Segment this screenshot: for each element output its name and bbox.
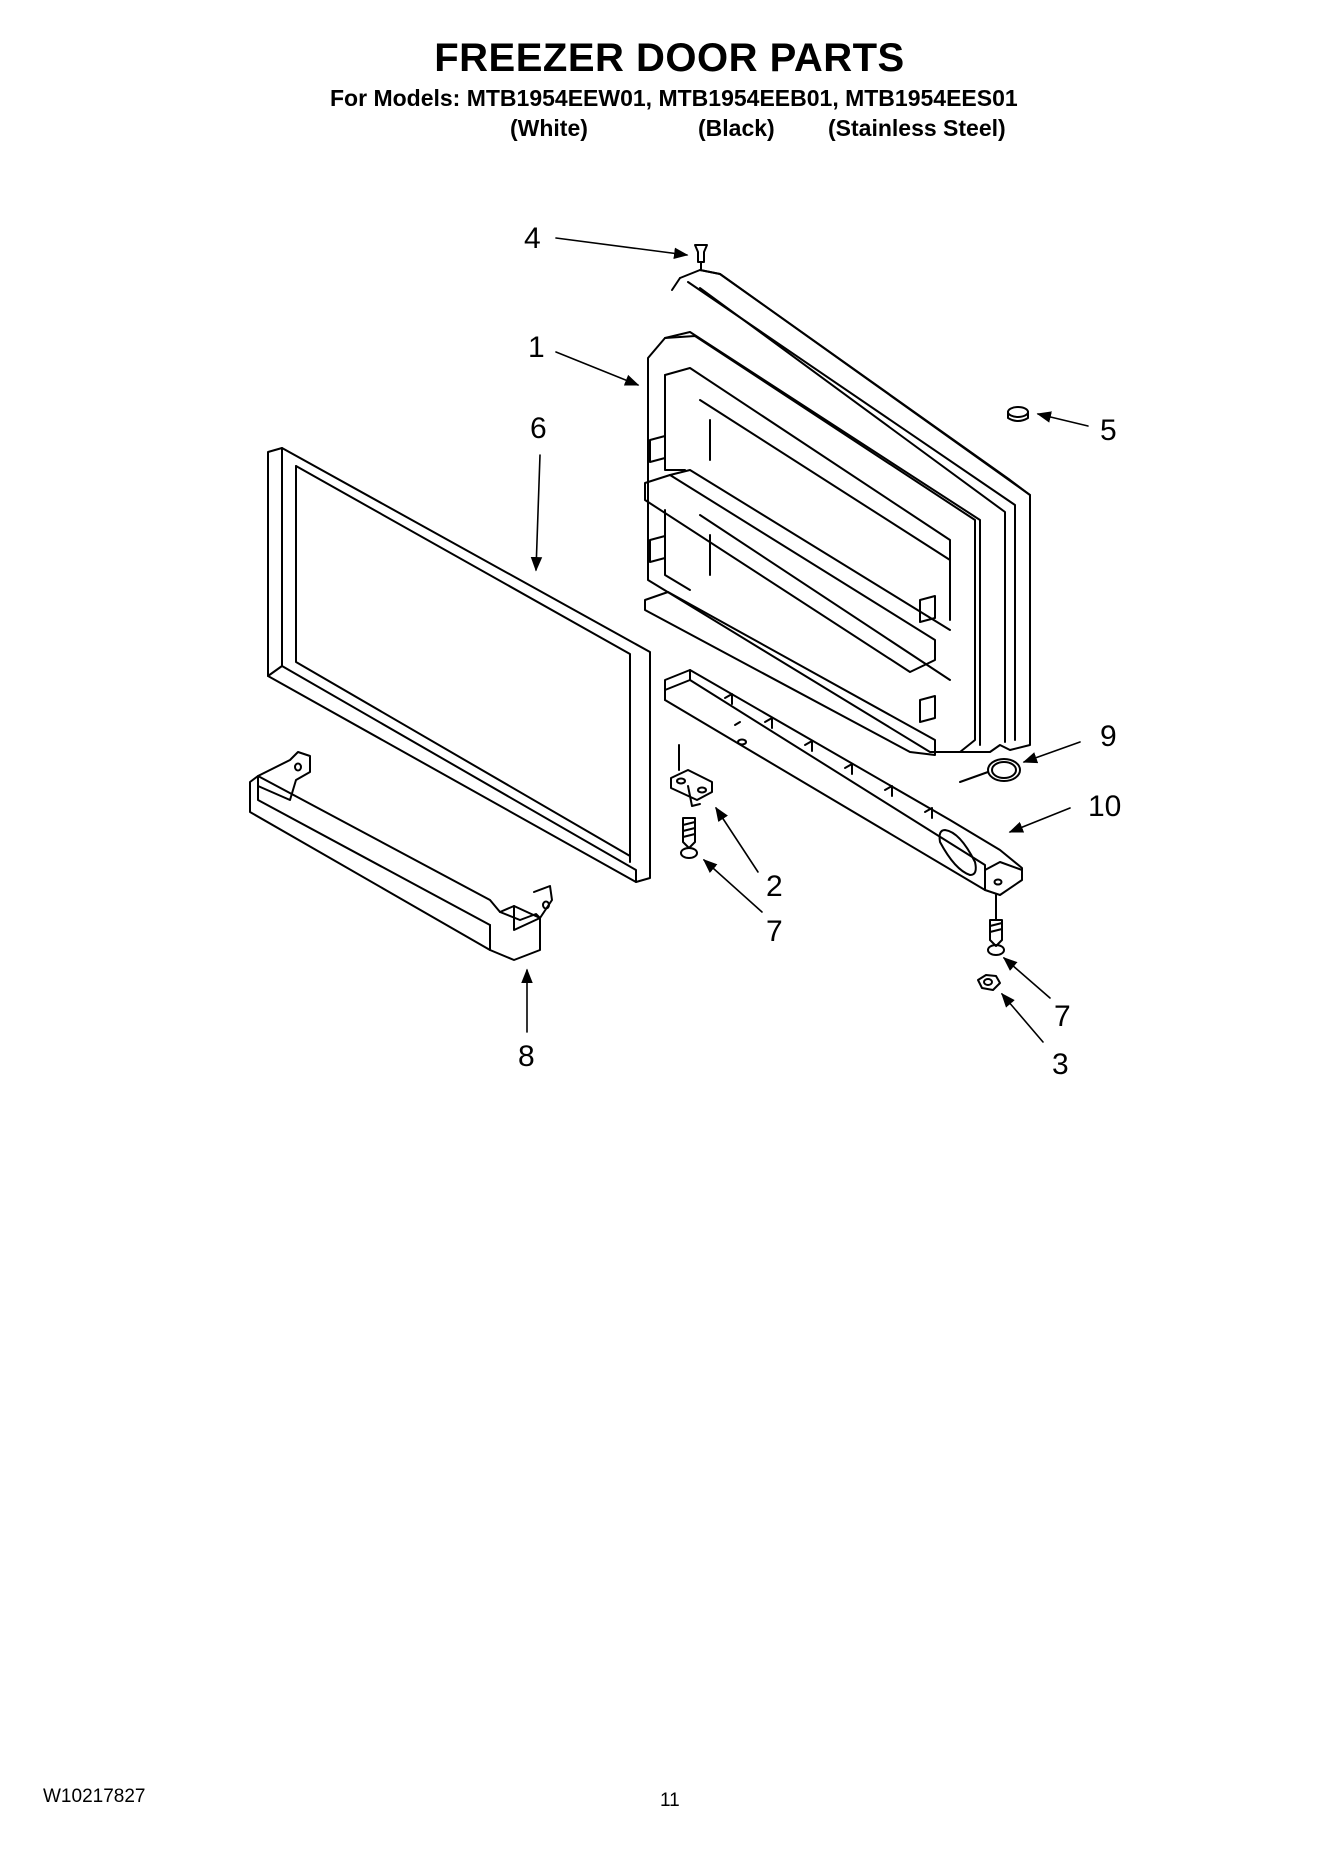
grommet (959, 758, 1021, 783)
screw-right (987, 894, 1005, 956)
door-bin (249, 751, 553, 961)
bottom-trim (664, 669, 1023, 896)
leader-lines (521, 237, 1089, 1043)
door-gasket (267, 447, 651, 883)
variant-stainless: (Stainless Steel) (828, 115, 1006, 141)
callout-9: 9 (1100, 720, 1117, 753)
callout-2: 2 (766, 870, 783, 903)
document-number: W10217827 (43, 1786, 146, 1807)
models-line: For Models: MTB1954EEW01, MTB1954EEB01, … (330, 85, 1018, 111)
hinge-bracket (670, 744, 713, 807)
variant-white: (White) (510, 115, 588, 141)
top-plug (694, 244, 708, 271)
callout-4: 4 (524, 222, 541, 255)
screw-left (680, 817, 698, 859)
callout-5: 5 (1100, 414, 1117, 447)
callout-7-right: 7 (1054, 1000, 1071, 1033)
callout-7-left: 7 (766, 915, 783, 948)
callout-1: 1 (528, 331, 545, 364)
variant-black: (Black) (698, 115, 775, 141)
callout-labels: 1 2 3 4 5 6 7 7 8 9 10 (518, 222, 1121, 1081)
callout-6: 6 (530, 412, 547, 445)
page-title: FREEZER DOOR PARTS (434, 36, 905, 80)
freezer-door-liner (644, 269, 1031, 756)
plug-button (1007, 406, 1029, 422)
callout-8: 8 (518, 1040, 535, 1073)
callout-3: 3 (1052, 1048, 1069, 1081)
page-number: 11 (660, 1790, 680, 1811)
nut (977, 974, 1001, 991)
callout-10: 10 (1088, 790, 1121, 823)
